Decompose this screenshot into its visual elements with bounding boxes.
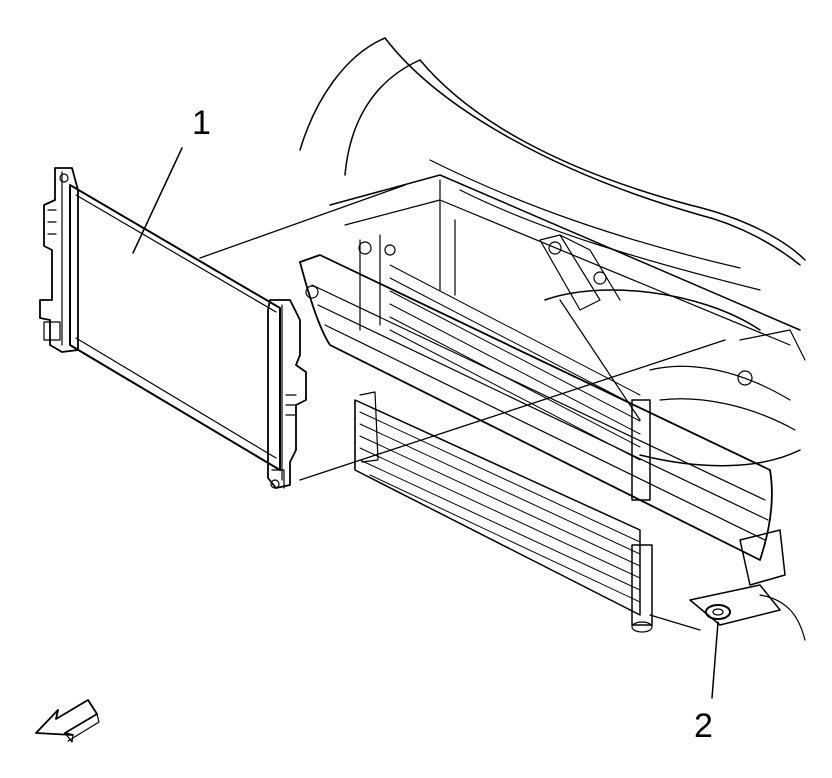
front-direction-arrow-icon	[35, 699, 100, 743]
vehicle-front-end	[299, 37, 806, 641]
callout-leaders	[132, 147, 719, 699]
callout-2-label: 2	[694, 707, 713, 745]
radiator	[39, 167, 307, 489]
installation-guide-lines	[199, 184, 726, 481]
callout-1-label: 1	[192, 104, 211, 142]
